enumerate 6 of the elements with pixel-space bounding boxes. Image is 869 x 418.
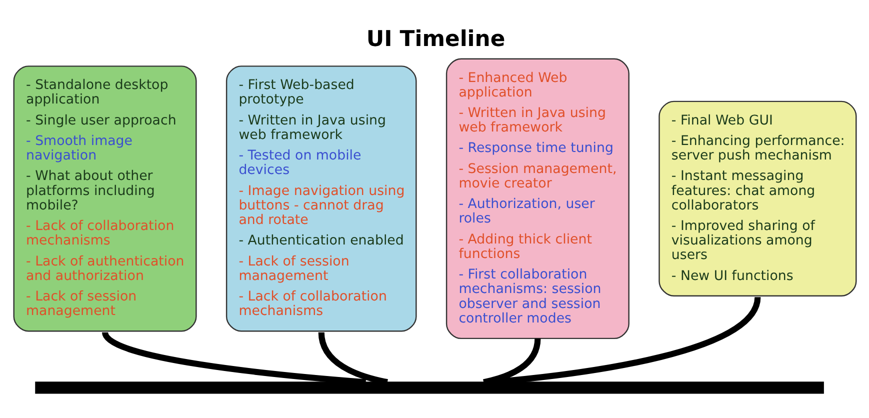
node-bar: [34, 382, 824, 394]
diagram-title: UI Timeline: [366, 27, 505, 52]
node-box: - Final Web GUI - Enhancing performance: server push mechanism - Instant messaging features: chat among collaborators - Improved sharing of visualizations among users - New UI functions: [658, 100, 856, 296]
node-box: - Enhanced Web application - Written in Java using web framework - Response time tuning - Session management, movie creator - Authorization, user roles - Adding thick client functions - First collaboration mechanisms: session observer and session controller modes: [445, 58, 629, 340]
node-box: - First Web-based prototype - Written in Java using web framework - Tested on mobile devices - Image navigation using buttons - cannot drag and rotate - Authentication enabled - Lack of session management - Lack of collaboration mechanisms: [225, 66, 416, 332]
node-box: - Standalone desktop application - Single user approach - Smooth image navigation - What about other platforms including mobile? - Lack of collaboration mechanisms - Lack of authentication and authorization - Lack of session management: [12, 66, 196, 332]
